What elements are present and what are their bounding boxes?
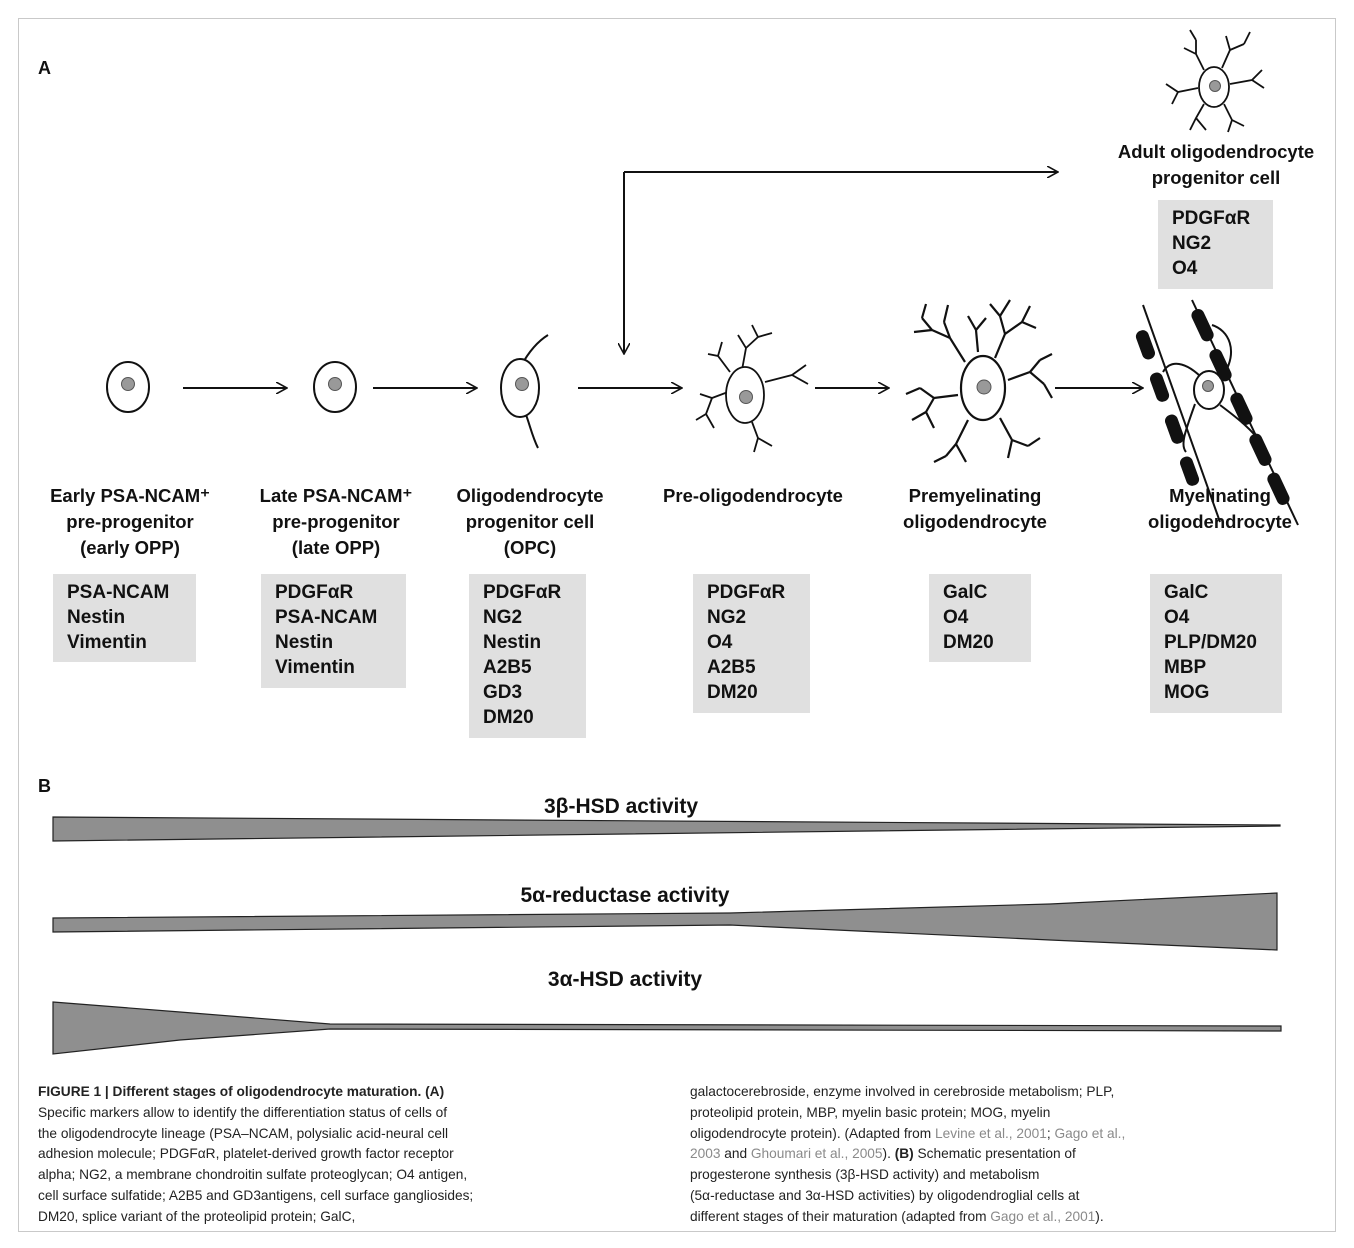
citation-link-ghoumari-2005[interactable]: Ghoumari et al., 2005 bbox=[750, 1146, 883, 1162]
activity-label-5a-reductase: 5α-reductase activity bbox=[520, 884, 730, 907]
stage-title-early-opp: Early PSA-NCAM⁺pre-progenitor(early OPP) bbox=[50, 485, 210, 558]
late-opp-cell-icon bbox=[313, 361, 357, 413]
activity-label-3b-hsd: 3β-HSD activity bbox=[543, 795, 699, 818]
3b-hsd-activity-band bbox=[52, 816, 1281, 842]
opc-cell-icon bbox=[500, 334, 549, 449]
5a-reductase-activity-band bbox=[52, 892, 1278, 951]
maturation-diagram bbox=[52, 29, 1299, 1055]
arrow-opc-adult-branch bbox=[624, 172, 1058, 354]
adult-opc-cell-icon bbox=[1165, 29, 1265, 133]
stage-title-pre-oligodendrocyte: Pre-oligodendrocyte bbox=[663, 485, 843, 506]
citation-link-gago-2003[interactable]: Gago et al., bbox=[1054, 1125, 1126, 1141]
citation-link-levine-2001[interactable]: Levine et al., 2001 bbox=[935, 1125, 1047, 1141]
activity-label-3a-hsd: 3α-HSD activity bbox=[547, 968, 703, 991]
citation-link-gago-2001[interactable]: Gago et al., 2001 bbox=[990, 1208, 1096, 1224]
caption-heading: FIGURE 1 | Different stages of oligodend… bbox=[38, 1084, 445, 1099]
stage-title-late-opp: Late PSA-NCAM⁺pre-progenitor(late OPP) bbox=[259, 485, 413, 558]
early-opp-cell-icon bbox=[106, 361, 150, 413]
panel-b-label: B bbox=[38, 776, 51, 796]
panel-a-label: A bbox=[38, 58, 51, 78]
citation-link-gago-2003-year[interactable]: 2003 bbox=[690, 1146, 721, 1162]
caption-right-column: galactocerebroside, enzyme involved in c… bbox=[690, 1084, 1126, 1224]
caption-left-column: FIGURE 1 | Different stages of oligodend… bbox=[38, 1082, 658, 1228]
myelinating-cell-icon bbox=[1135, 299, 1299, 526]
pre-oligodendrocyte-cell-icon bbox=[695, 324, 809, 453]
3a-hsd-activity-band bbox=[52, 1001, 1282, 1055]
premyelinating-cell-icon bbox=[905, 299, 1053, 463]
